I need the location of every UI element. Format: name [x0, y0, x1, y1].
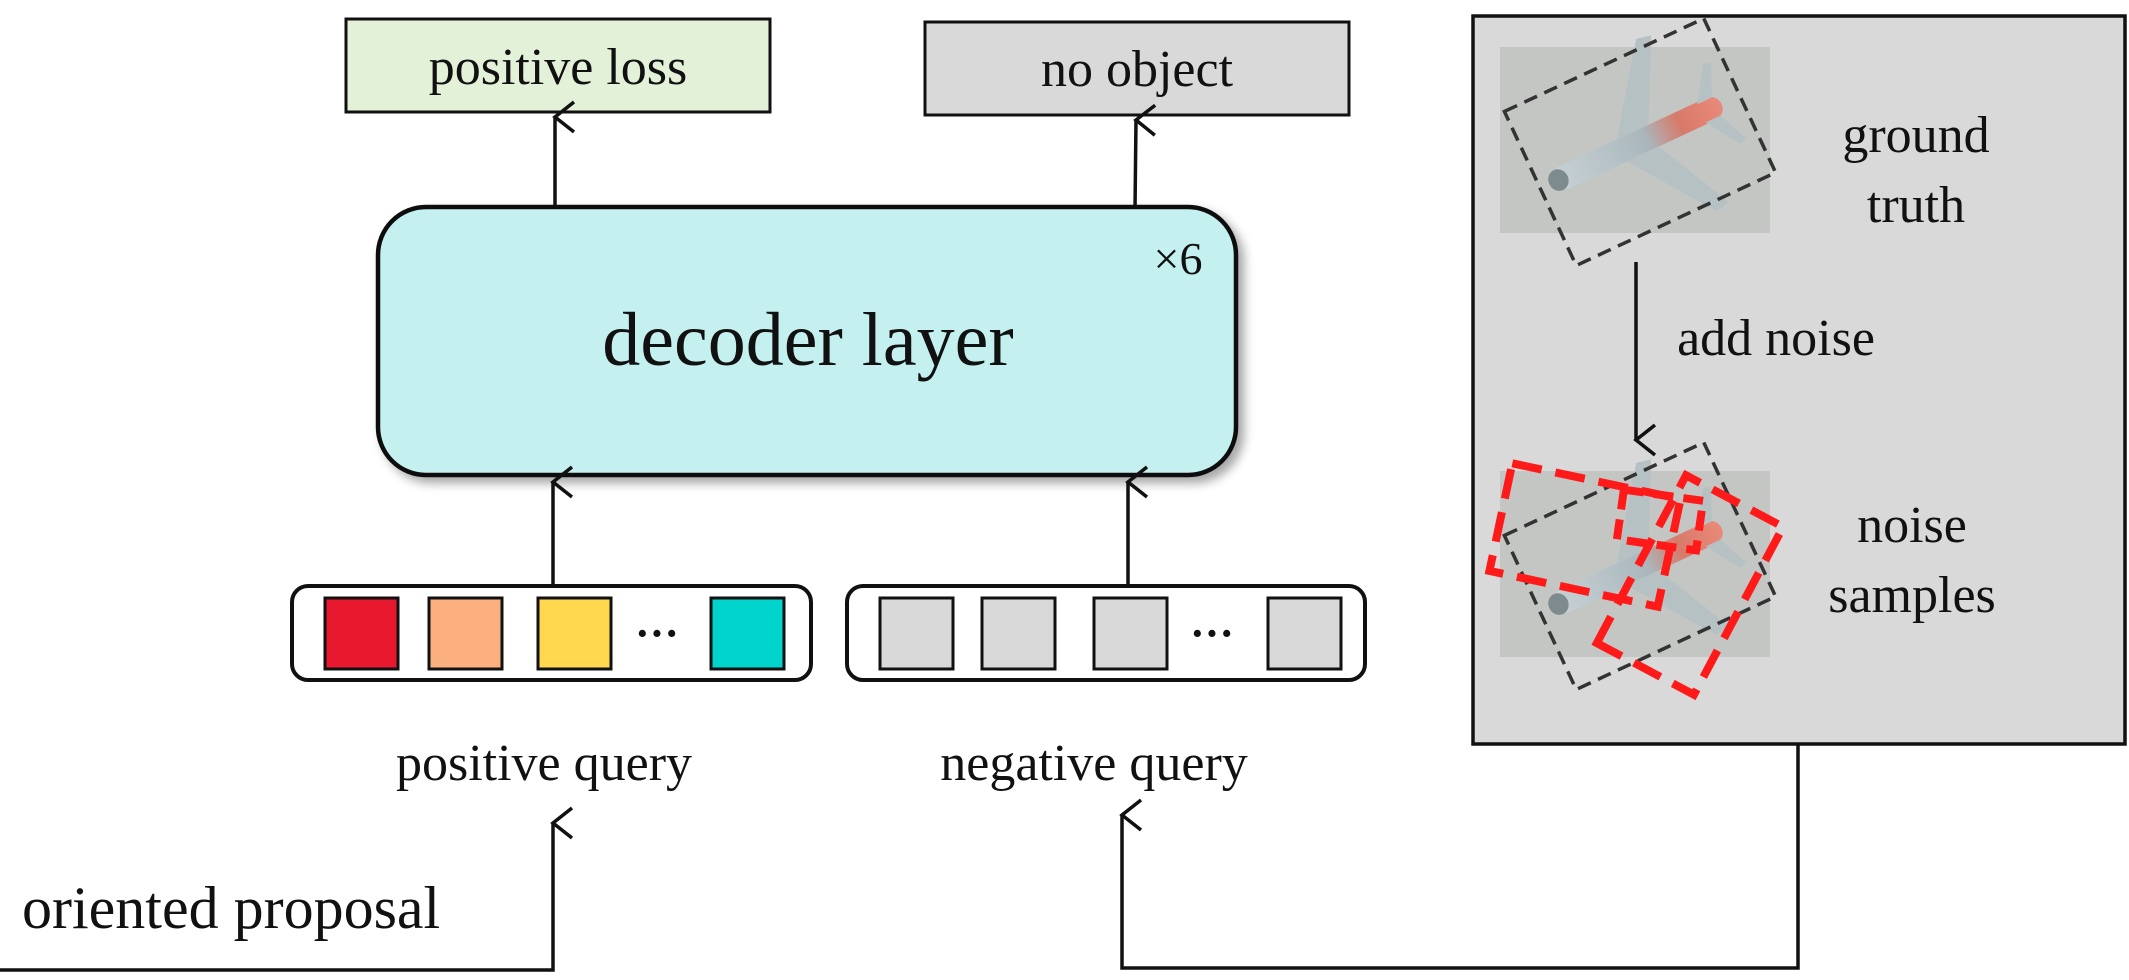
negative-query-cell-3: [1092, 596, 1169, 671]
decoder-layer-label: decoder layer: [602, 298, 1013, 382]
negative-query-cell-2: [980, 596, 1057, 671]
arrow-noise-samples-to-negative-query: [1119, 745, 1800, 970]
no-object-node: no object: [923, 20, 1351, 117]
no-object-label: no object: [1041, 41, 1234, 98]
no-object-box: [923, 20, 1351, 117]
ground-truth-label-line1: ground: [1842, 107, 1989, 164]
decoder-repeat-label: ×6: [1154, 233, 1203, 284]
positive-query-ellipsis: ···: [635, 609, 679, 658]
ground-truth-label-line2: truth: [1867, 177, 1965, 234]
add-noise-label: add noise: [1677, 310, 1875, 367]
decoder-layer-box: [375, 204, 1239, 478]
noise-panel: ground truth add noise: [1471, 14, 2127, 746]
oriented-proposal-label: oriented proposal: [22, 875, 440, 941]
positive-loss-box: [344, 17, 772, 114]
negative-query-cell-last: [1266, 596, 1343, 671]
positive-query-cell-1: [323, 596, 400, 671]
positive-query-cell-2: [427, 596, 504, 671]
positive-loss-node: positive loss: [344, 17, 772, 114]
negative-query-ellipsis: ···: [1190, 609, 1234, 658]
positive-query-group: ···: [290, 584, 813, 682]
negative-query-label: negative query: [940, 735, 1248, 792]
positive-loss-label: positive loss: [429, 39, 688, 96]
arrow-oriented-proposal-to-positive-query: [0, 806, 574, 972]
ground-truth-image: [1500, 16, 1778, 268]
aircraft-noise-sample-icon: [1548, 459, 1747, 636]
positive-query-cell-last: [709, 596, 786, 671]
noise-samples-label-line2: samples: [1828, 567, 1996, 624]
positive-query-cell-3: [536, 596, 613, 671]
noise-samples-label-line1: noise: [1857, 497, 1967, 554]
positive-query-label: positive query: [396, 735, 692, 792]
noise-samples-image: [1484, 440, 1789, 701]
decoder-layer-node: decoder layer ×6: [375, 204, 1239, 478]
negative-query-cell-1: [878, 596, 955, 671]
aircraft-ground-truth-icon: [1548, 35, 1747, 212]
negative-query-group: ···: [845, 584, 1367, 682]
arrow-decoder-to-no-object: [1133, 103, 1157, 211]
